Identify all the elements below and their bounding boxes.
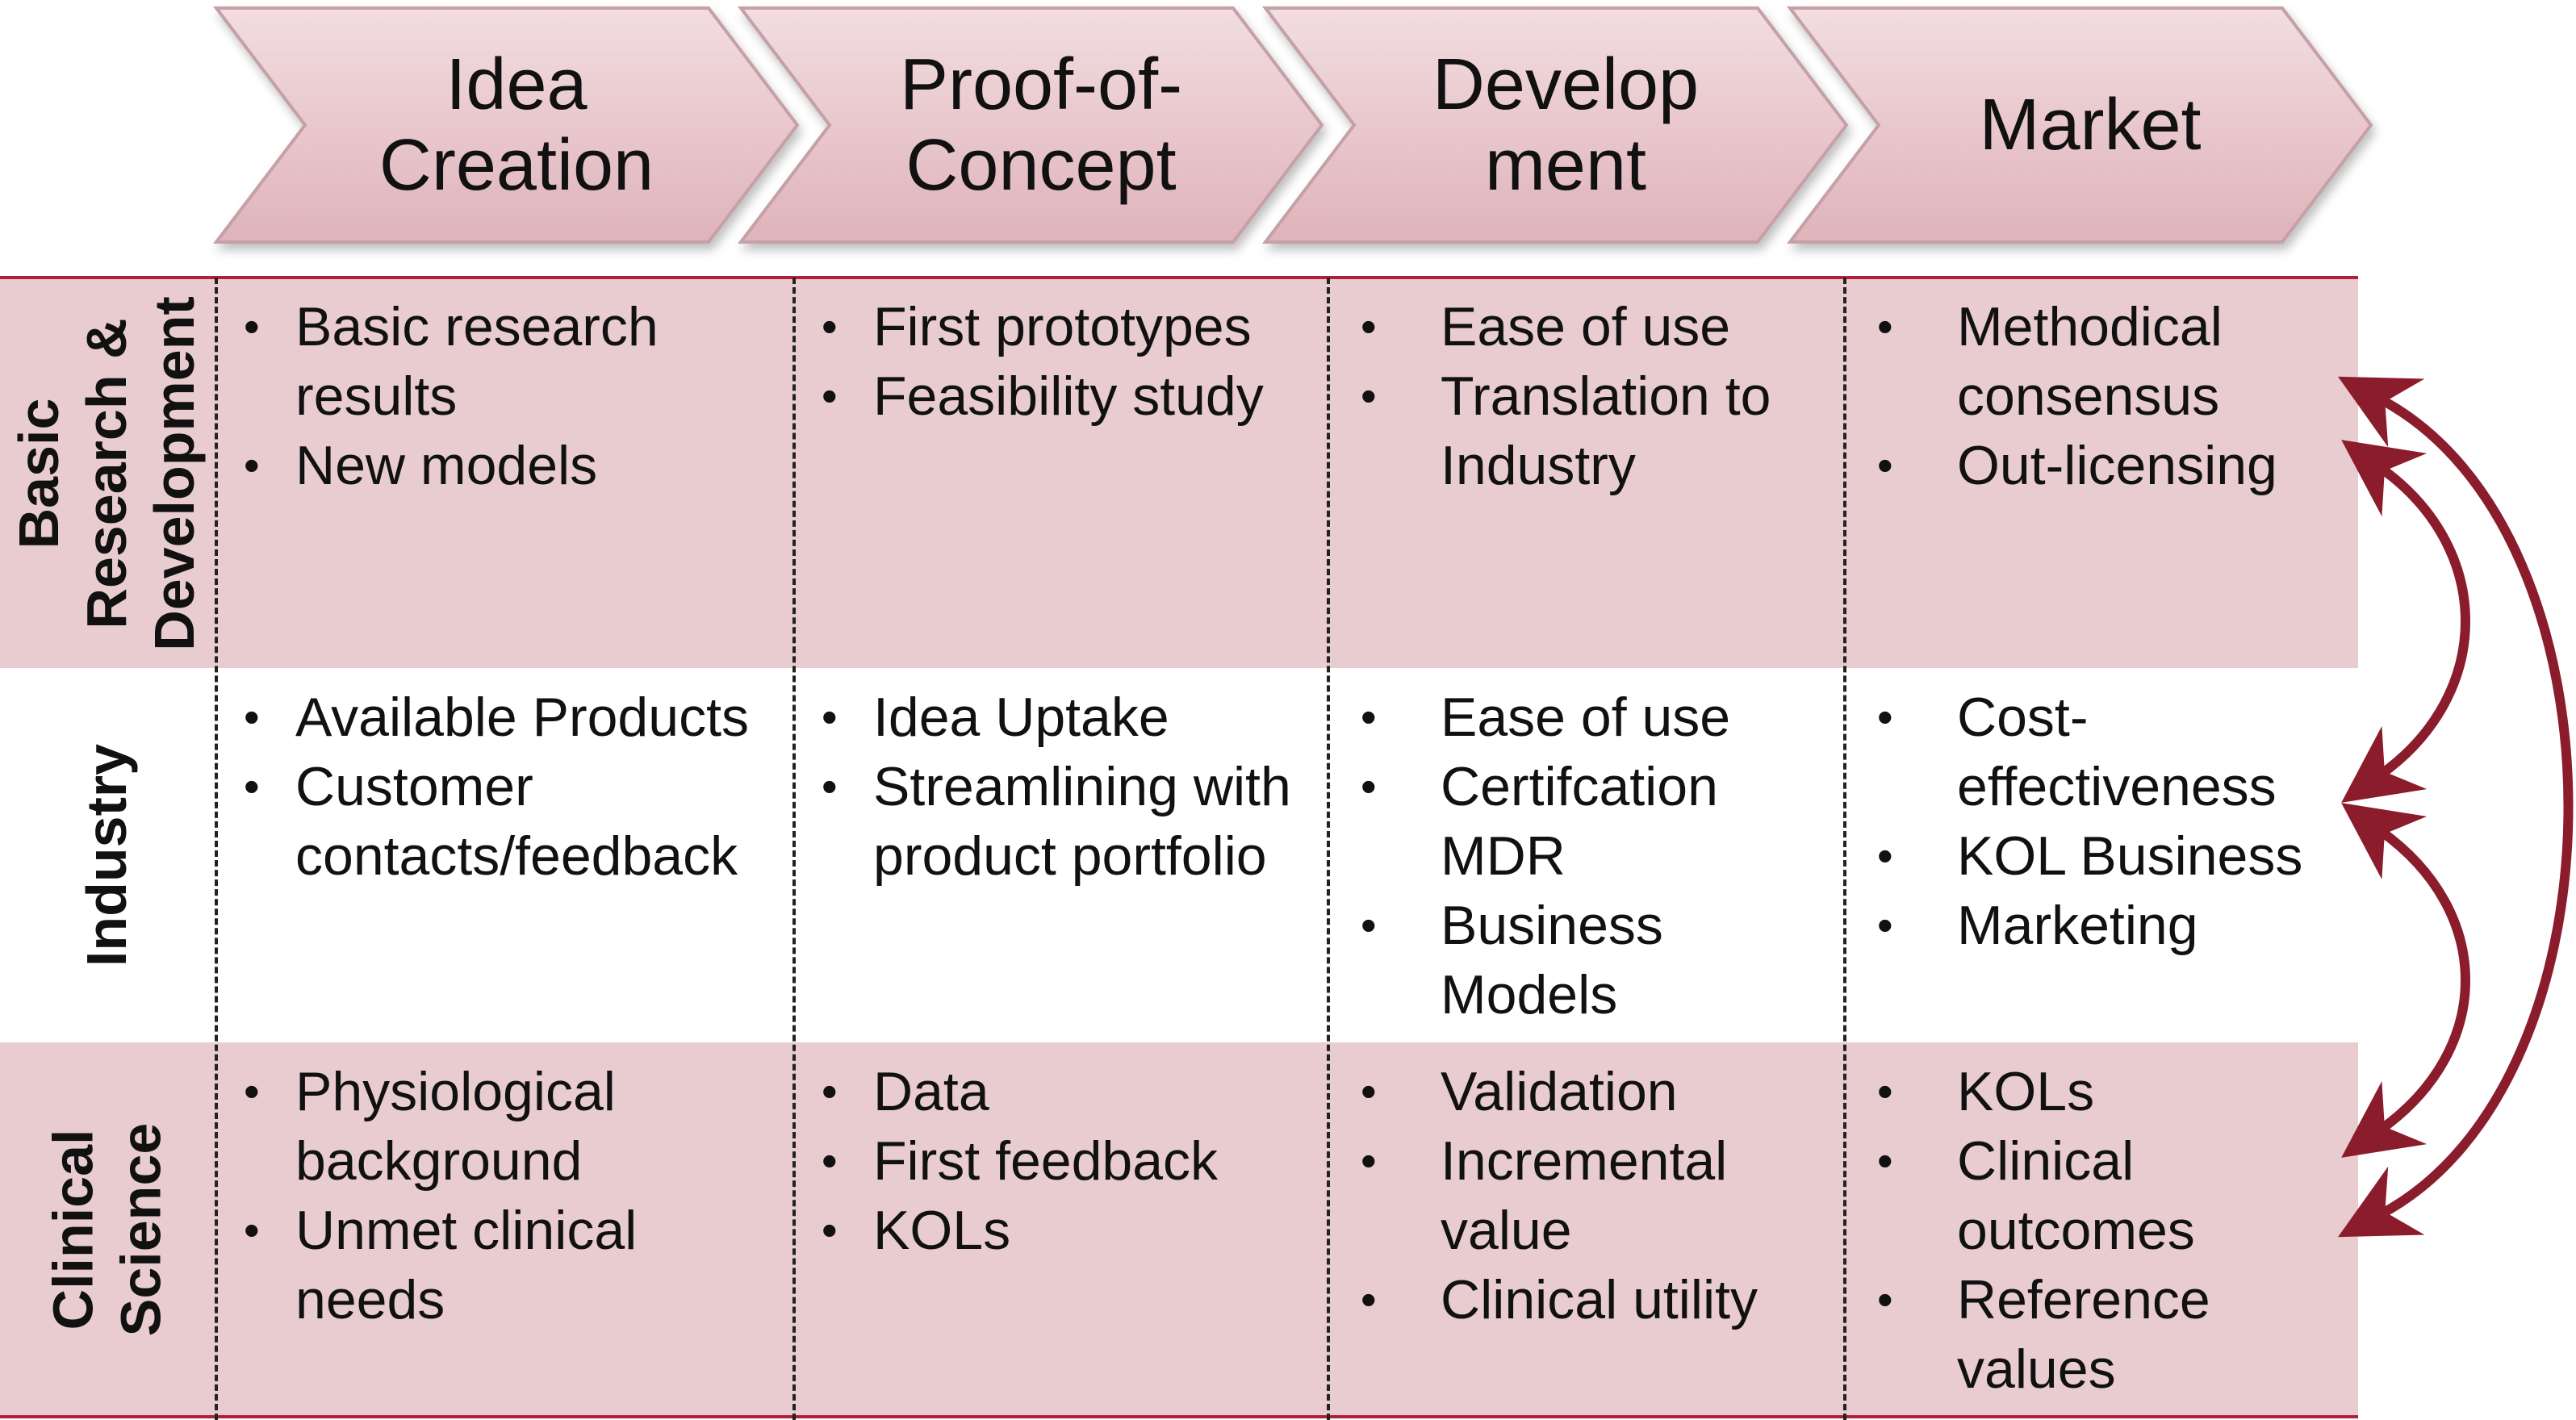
row-label-text: Clinical Science [41,1122,172,1337]
stage-label-idea-creation: Idea Creation [378,44,654,206]
list-item: •Physiological background [244,1061,616,1192]
list-item: •Reference values [1877,1269,2210,1400]
list-item: •Cost-effectiveness [1877,687,2277,817]
cell-industry-idea-creation: •Available Products •Customer contacts/f… [220,683,788,891]
table-bottom-rule [0,1415,2358,1418]
list-item: •Certifcation MDR [1361,756,1718,887]
list-item: •Streamlining with product portfolio [822,756,1291,887]
list-item: •Translation to Industry [1361,365,1771,496]
cell-basic-research-proof-of-concept: •First prototypes •Feasibility study [797,292,1322,431]
cell-clinical-science-development: •Validation •Incremental value •Clinical… [1332,1057,1840,1334]
list-item: •Data [822,1061,989,1122]
stage-label-proof-of-concept: Proof-of- Concept [899,44,1183,206]
row-label-basic-research-development: Basic Research & Development [0,279,213,668]
arrow-basic-industry [2341,440,2470,803]
stage-chevron [212,6,800,244]
list-item: •Clinical utility [1361,1269,1758,1330]
list-item: •First feedback [822,1130,1219,1192]
list-item: •Ease of use [1361,687,1731,748]
list-item: •Business Models [1361,895,1663,1025]
cell-clinical-science-proof-of-concept: •Data •First feedback •KOLs [797,1057,1322,1265]
row-label-industry: Industry [0,668,213,1042]
cell-industry-development: •Ease of use •Certifcation MDR •Business… [1332,683,1840,1030]
cell-clinical-science-market: •KOLs •Clinical outcomes •Reference valu… [1848,1057,2348,1404]
column-separator [792,278,796,1420]
list-item: •Out-licensing [1877,435,2277,496]
list-item: •Idea Uptake [822,687,1169,748]
list-item: •Customer contacts/feedback [244,756,738,887]
table-top-rule [0,276,2358,279]
list-item: •Feasibility study [822,365,1264,427]
list-item: •KOL Business [1877,825,2303,887]
list-item: •New models [244,435,598,496]
list-item: •Clinical outcomes [1877,1130,2195,1261]
list-item: •Available Products [244,687,749,748]
list-item: •KOLs [1877,1061,2095,1122]
row-label-clinical-science: Clinical Science [0,1042,213,1417]
list-item: •Incremental value [1361,1130,1728,1261]
stage-label-development: Develop ment [1432,44,1700,206]
list-item: •Basic research results [244,296,659,427]
cell-industry-proof-of-concept: •Idea Uptake •Streamlining with product … [797,683,1298,891]
cell-basic-research-idea-creation: •Basic research results •New models [220,292,784,500]
row-background-basic-research [0,279,2358,668]
column-separator [1327,278,1330,1420]
cell-clinical-science-idea-creation: •Physiological background •Unmet clinica… [220,1057,784,1334]
stage-chevron [1786,6,2373,244]
cell-basic-research-development: •Ease of use •Translation to Industry [1332,292,1840,500]
list-item: •Ease of use [1361,296,1731,357]
list-item: •Unmet clinical needs [244,1200,638,1330]
stage-label-market: Market [1979,85,2202,165]
stage-chevrons [212,6,2373,244]
row-background-industry [0,668,2358,1042]
cell-basic-research-market: •Methodical consensus •Out-licensing [1848,292,2348,500]
column-separator [1843,278,1846,1420]
row-label-text: Industry [75,743,139,967]
list-item: •KOLs [822,1200,1011,1261]
stage-chevron [1261,6,1849,244]
list-item: •Validation [1361,1061,1678,1122]
list-item: •Marketing [1877,895,2198,956]
column-separator [215,278,218,1420]
stage-chevron [737,6,1324,244]
list-item: •First prototypes [822,296,1252,357]
list-item: •Methodical consensus [1877,296,2223,427]
cell-industry-market: •Cost-effectiveness •KOL Business •Marke… [1848,683,2332,960]
row-label-text: Basic Research & Development [7,296,206,651]
row-background-clinical-science [0,1042,2358,1417]
arrow-basic-clinical [2338,376,2574,1238]
arrow-industry-clinical [2341,803,2470,1158]
